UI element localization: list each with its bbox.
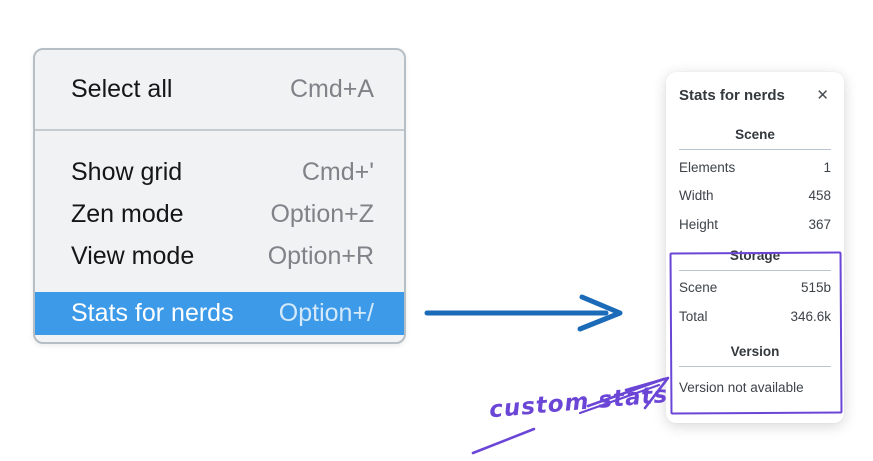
stat-row-height: Height 367 [679,210,831,239]
close-icon[interactable]: ✕ [816,87,829,104]
stat-label: Scene [679,280,718,296]
menu-item-zen-mode[interactable]: Zen mode Option+Z [35,193,404,235]
stat-row-scene-storage: Scene 515b [679,274,831,303]
section-heading-version: Version [730,343,780,359]
menu-item-shortcut: Option+Z [270,199,374,228]
stat-label: Height [679,216,719,232]
stat-row-elements: Elements 1 [679,153,831,182]
menu-item-shortcut: Option+R [267,241,374,270]
annotation-arrow-shape[interactable] [430,360,690,460]
section-divider [679,269,831,271]
section-heading-storage: Storage [729,247,781,263]
menu-item-label: Stats for nerds [71,299,234,327]
version-note: Version not available [679,380,804,395]
section-divider [679,365,831,367]
menu-padding [35,50,404,67]
stats-panel: Stats for nerds ✕ Scene Elements 1 Width… [666,72,844,423]
stat-label: Total [679,308,708,324]
stats-panel-header: Stats for nerds ✕ [679,86,831,105]
menu-item-show-grid[interactable]: Show grid Cmd+' [35,151,404,193]
menu-item-select-all[interactable]: Select all Cmd+A [35,67,404,111]
annotation-rectangle-shape[interactable] [669,251,843,415]
menu-item-stats-for-nerds[interactable]: Stats for nerds Option+/ [35,292,404,335]
menu-divider [35,129,404,131]
menu-item-view-mode[interactable]: View mode Option+R [35,235,404,277]
stat-label: Elements [679,159,736,175]
stat-value: 515b [800,280,831,296]
menu-section: Show grid Cmd+' Zen mode Option+Z View m… [35,131,404,335]
menu-item-label: Zen mode [71,199,184,228]
stat-value: 458 [808,188,831,204]
section-heading-scene: Scene [735,127,775,142]
context-menu: Select all Cmd+A Show grid Cmd+' Zen mod… [33,48,406,344]
stat-row-width: Width 458 [679,182,831,211]
menu-item-label: Show grid [71,157,183,186]
stat-row-total-storage: Total 346.6k [679,302,831,331]
menu-item-shortcut: Option+/ [278,299,374,327]
menu-item-label: View mode [71,241,195,270]
stat-value: 346.6k [790,308,831,324]
menu-item-shortcut: Cmd+' [301,157,374,186]
stat-label: Width [679,188,714,204]
menu-item-label: Select all [71,74,173,103]
section-divider [679,149,831,150]
stat-value: 1 [823,159,831,175]
stats-panel-title: Stats for nerds [679,87,785,104]
stat-value: 367 [808,216,831,232]
blue-arrow-shape[interactable] [424,292,628,334]
menu-item-shortcut: Cmd+A [289,74,374,103]
